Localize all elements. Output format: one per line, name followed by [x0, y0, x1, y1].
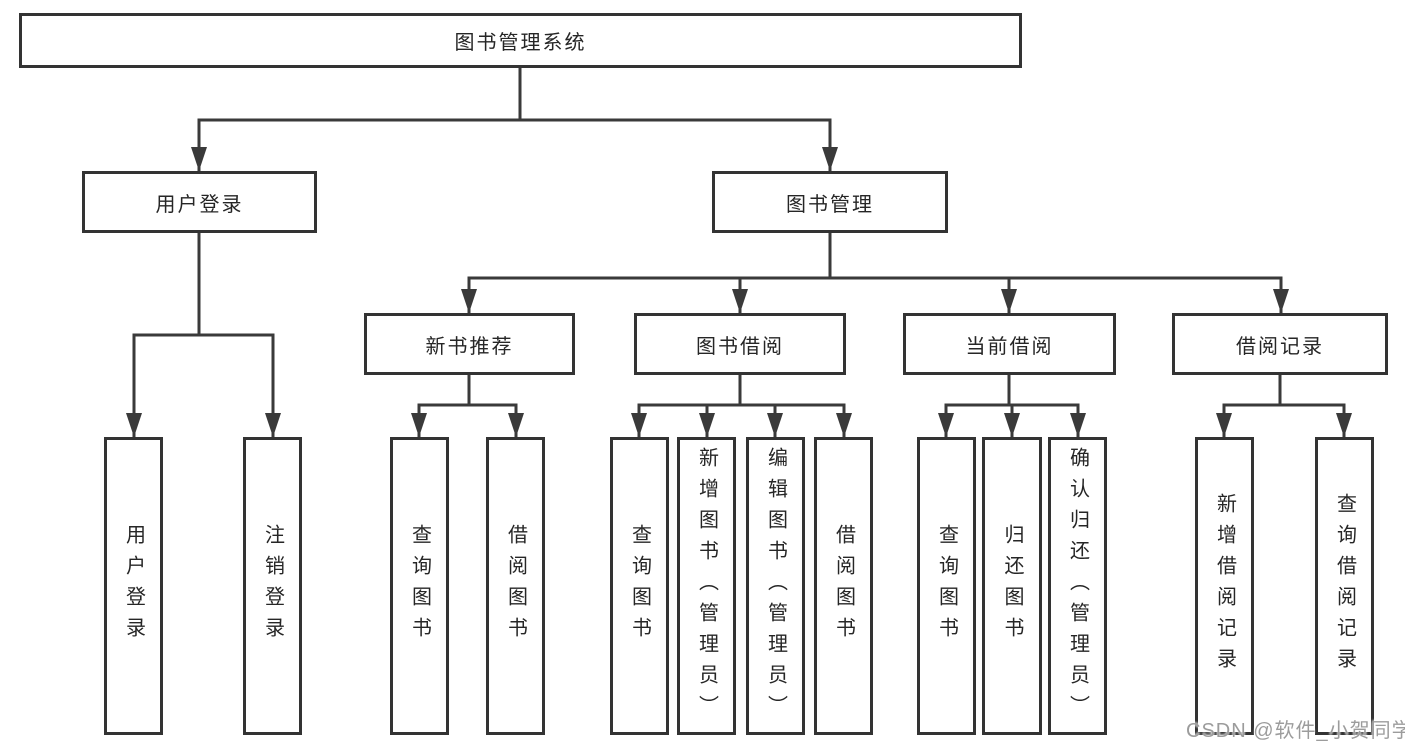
leaf-return-books: 归还图书	[982, 437, 1042, 735]
leaf-edit-book-admin: 编辑图书（管理员）	[746, 437, 805, 735]
leaf-query-books-recommend: 查询图书	[390, 437, 449, 735]
leaf-label: 新增借阅记录	[1213, 493, 1236, 679]
node-label: 新书推荐	[425, 335, 514, 358]
connector-root	[191, 66, 838, 172]
leaf-label: 新增图书（管理员）	[695, 446, 718, 726]
leaf-query-books-borrowing: 查询图书	[610, 437, 669, 735]
leaf-add-book-admin: 新增图书（管理员）	[677, 437, 736, 735]
leaf-label: 注销登录	[261, 524, 284, 648]
leaf-user-login: 用户登录	[104, 437, 163, 735]
node-user-login: 用户登录	[82, 171, 317, 233]
node-borrowing-records: 借阅记录	[1172, 313, 1388, 375]
leaf-label: 查询图书	[628, 524, 651, 648]
connector-book-borrowing	[631, 373, 852, 438]
leaf-label: 确认归还（管理员）	[1066, 446, 1089, 726]
node-label: 当前借阅	[965, 335, 1054, 358]
node-label: 图书管理系统	[454, 32, 587, 54]
connector-new-book-recommend	[411, 373, 524, 438]
leaf-query-borrow-record: 查询借阅记录	[1315, 437, 1374, 735]
node-new-book-recommend: 新书推荐	[364, 313, 575, 375]
node-book-management: 图书管理	[712, 171, 948, 233]
node-library-management-system: 图书管理系统	[19, 13, 1022, 68]
node-current-borrowing: 当前借阅	[903, 313, 1116, 375]
connector-borrowing-records	[1216, 373, 1352, 438]
csdn-watermark: CSDN @软件_小贺同学	[1186, 720, 1405, 742]
connector-book-management	[461, 231, 1289, 314]
leaf-label: 查询借阅记录	[1333, 493, 1356, 679]
leaf-add-borrow-record: 新增借阅记录	[1195, 437, 1254, 735]
leaf-confirm-return-admin: 确认归还（管理员）	[1048, 437, 1107, 735]
node-book-borrowing: 图书借阅	[634, 313, 846, 375]
leaf-label: 用户登录	[122, 524, 145, 648]
leaf-borrow-books-recommend: 借阅图书	[486, 437, 545, 735]
node-label: 图书借阅	[696, 335, 784, 358]
node-label: 用户登录	[155, 193, 244, 216]
leaf-logout: 注销登录	[243, 437, 302, 735]
leaf-label: 归还图书	[1001, 524, 1023, 648]
leaf-query-books-current: 查询图书	[917, 437, 976, 735]
connector-current-borrowing	[938, 373, 1086, 438]
leaf-label: 编辑图书（管理员）	[764, 446, 787, 726]
leaf-label: 查询图书	[935, 524, 958, 648]
leaf-label: 借阅图书	[504, 524, 527, 648]
leaf-borrow-books-borrowing: 借阅图书	[814, 437, 873, 735]
connector-user-login	[126, 231, 281, 438]
leaf-label: 借阅图书	[832, 524, 855, 648]
node-label: 借阅记录	[1236, 335, 1324, 358]
node-label: 图书管理	[786, 193, 874, 216]
leaf-label: 查询图书	[408, 524, 431, 648]
